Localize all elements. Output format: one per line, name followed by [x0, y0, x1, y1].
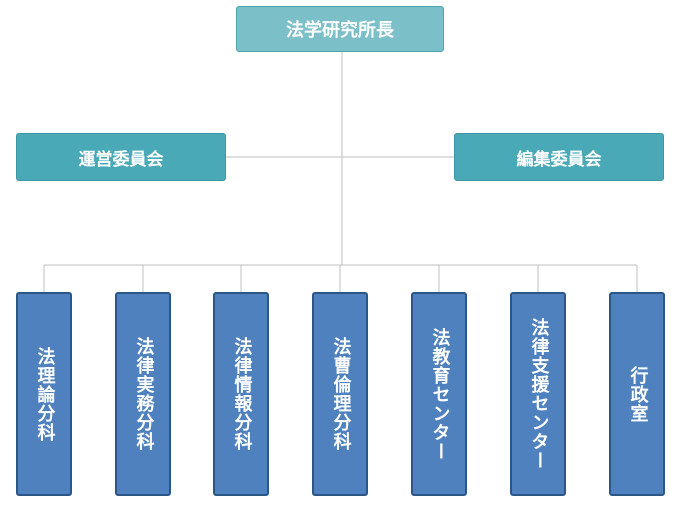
- node-dept-label: 法理論分科: [34, 346, 56, 442]
- node-dept-label: 法律情報分科: [231, 337, 253, 451]
- node-dept-law-education-center: 法教育センター: [411, 292, 467, 496]
- node-dept-legal-practice: 法律実務分科: [115, 292, 171, 496]
- node-dept-label: 法律実務分科: [133, 337, 155, 451]
- node-dept-administration-office: 行政室: [609, 292, 665, 496]
- node-director-label: 法学研究所長: [286, 20, 394, 41]
- node-dept-label: 法律支援センター: [528, 318, 550, 470]
- node-dept-legal-support-center: 法律支援センター: [510, 292, 566, 496]
- node-dept-legal-ethics: 法曹倫理分科: [312, 292, 368, 496]
- node-dept-legal-theory: 法理論分科: [16, 292, 72, 496]
- node-dept-label: 法教育センター: [429, 327, 451, 461]
- node-editorial-committee-label: 編集委員会: [516, 149, 602, 170]
- node-dept-legal-information: 法律情報分科: [213, 292, 269, 496]
- node-dept-label: 行政室: [627, 365, 649, 423]
- node-steering-committee: 運営委員会: [16, 133, 226, 181]
- node-steering-committee-label: 運営委員会: [78, 149, 164, 170]
- node-dept-label: 法曹倫理分科: [330, 337, 352, 451]
- node-director: 法学研究所長: [236, 6, 444, 52]
- node-editorial-committee: 編集委員会: [454, 133, 664, 181]
